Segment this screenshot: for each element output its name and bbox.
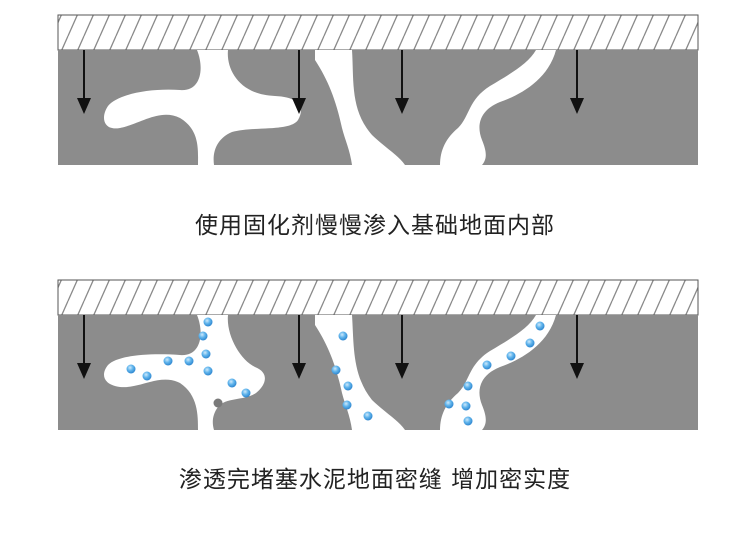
hardener-particle-icon	[535, 321, 545, 331]
arrow-down-icon	[395, 315, 409, 379]
hardener-particle-icon	[163, 356, 173, 366]
hardener-particle-icon	[203, 317, 213, 327]
hardener-particle-icon	[482, 360, 492, 370]
pore-channel-1	[104, 50, 301, 165]
arrow-down-icon	[395, 50, 409, 114]
hardener-particle-icon	[241, 388, 251, 398]
pore-channel-3	[440, 50, 556, 165]
arrow-down-icon	[570, 50, 584, 114]
hardener-particle-icon	[142, 371, 152, 381]
hardener-particle-icon	[331, 365, 341, 375]
pore-channel-2	[315, 50, 405, 165]
hardener-particle-icon	[525, 338, 535, 348]
hardener-particle-icon	[461, 401, 471, 411]
pore-channel-2	[315, 315, 405, 430]
hardener-particle-icon	[126, 364, 136, 374]
hardener-particle-icon	[227, 378, 237, 388]
surface-hatch-layer	[57, 14, 699, 51]
hardener-particle-icon	[198, 331, 208, 341]
sealed-diagram	[57, 279, 699, 430]
hardener-particles	[126, 317, 545, 426]
hardener-particle-icon	[338, 331, 348, 341]
hardener-particle-icon	[363, 411, 373, 421]
caption-penetration: 使用固化剂慢慢渗入基础地面内部	[195, 213, 555, 239]
penetration-diagram	[57, 14, 699, 165]
surface-hatch-layer	[57, 279, 699, 316]
hardener-particle-icon	[463, 416, 473, 426]
arrow-down-icon	[570, 315, 584, 379]
arrow-down-icon	[77, 50, 91, 114]
caption-sealed: 渗透完堵塞水泥地面密缝 增加密实度	[178, 467, 572, 493]
arrow-down-icon	[77, 315, 91, 379]
hardener-particle-icon	[506, 351, 516, 361]
arrow-down-icon	[292, 315, 306, 379]
hardener-particle-icon	[343, 381, 353, 391]
arrow-down-icon	[292, 50, 306, 114]
sediment-particle-icon	[213, 398, 223, 408]
hardener-particle-icon	[444, 399, 454, 409]
hardener-particle-icon	[203, 366, 213, 376]
diagram-panel-penetration	[0, 0, 750, 180]
pore-channel-1	[104, 315, 265, 430]
diagram-panel-sealed	[0, 265, 750, 445]
hardener-particle-icon	[463, 381, 473, 391]
hardener-particle-icon	[201, 349, 211, 359]
hardener-particle-icon	[184, 356, 194, 366]
hardener-particle-icon	[342, 400, 352, 410]
